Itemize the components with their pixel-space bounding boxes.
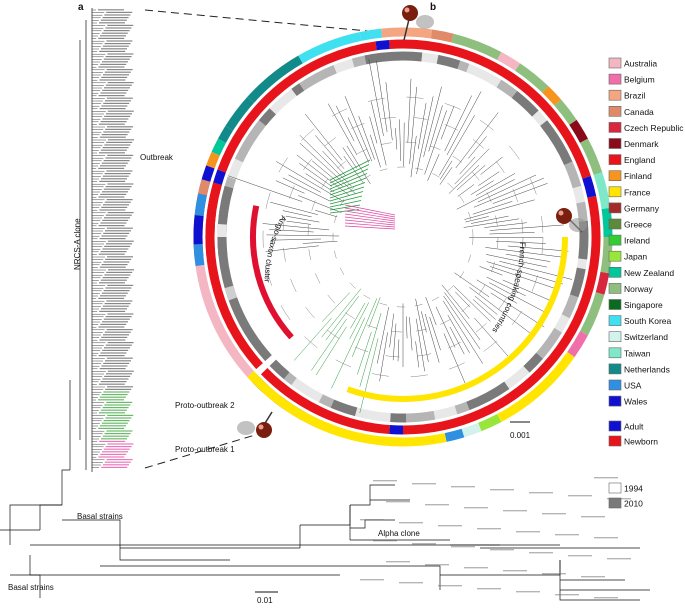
legend-label: Taiwan [624, 348, 651, 358]
legend-swatch [609, 106, 621, 116]
legend-label: 2010 [624, 499, 643, 509]
legend-swatch [609, 380, 621, 390]
legend-item: Norway [609, 283, 654, 294]
alpha-clone-label: Alpha clone [378, 529, 420, 538]
legend-swatch [609, 300, 621, 310]
panel-b-label: b [430, 2, 436, 13]
legend-item: Canada [609, 106, 654, 117]
basal-strains-label-1: Basal strains [77, 512, 123, 521]
legend-item: Wales [609, 396, 647, 407]
legend-item: Finland [609, 171, 652, 182]
legend-item: Brazil [609, 90, 645, 101]
legend-label: Wales [624, 397, 647, 407]
legend-label: England [624, 155, 655, 165]
legend-item: Japan [609, 251, 647, 262]
legend-swatch [609, 58, 621, 68]
scale-bar-b: 0.001 [510, 422, 531, 440]
legend-item: 2010 [609, 498, 643, 509]
legend-label: Newborn [624, 437, 658, 447]
legend-label: New Zealand [624, 268, 674, 278]
legend-item: South Korea [609, 316, 672, 327]
legend-item: Switzerland [609, 332, 668, 343]
legend-label: USA [624, 381, 642, 391]
legend-label: Canada [624, 107, 654, 117]
legend-label: Finland [624, 171, 652, 181]
circular-annotation-rings [198, 32, 608, 442]
pin-icon [237, 412, 272, 438]
nrcs-a-clone-label: NRCS-A clone [73, 218, 82, 270]
legend-swatch [609, 332, 621, 342]
legend-label: Japan [624, 252, 647, 262]
legend-item: Adult [609, 421, 644, 432]
legend-swatch [609, 436, 621, 446]
legend-label: Australia [624, 59, 657, 69]
legend-swatch [609, 90, 621, 100]
cluster-arcs [253, 206, 565, 399]
legend-item: Germany [609, 203, 660, 214]
legend-swatch [609, 483, 621, 493]
legend-item: Netherlands [609, 364, 670, 375]
legend-swatch [609, 235, 621, 245]
legend-item: Ireland [609, 235, 650, 246]
legend-swatch [609, 122, 621, 132]
legend-item: 1994 [609, 483, 643, 494]
scale-bar-a-label: 0.01 [257, 596, 273, 605]
legend-item: USA [609, 380, 642, 391]
legend-item: Belgium [609, 74, 655, 85]
legend-item: New Zealand [609, 267, 674, 278]
legend-item: Singapore [609, 300, 663, 311]
legend-label: Adult [624, 422, 644, 432]
legend-swatch [609, 498, 621, 508]
legend-label: France [624, 187, 651, 197]
outbreak-label: Outbreak [140, 153, 174, 162]
legend-label: Netherlands [624, 364, 670, 374]
legend-swatch [609, 316, 621, 326]
legend-item: Czech Republic [609, 122, 684, 132]
legend-item: Greece [609, 219, 652, 230]
legend-swatch [609, 219, 621, 229]
legend-swatch [609, 283, 621, 293]
legend-item: Newborn [609, 436, 658, 447]
proto-outbreak-2-label: Proto-outbreak 2 [175, 401, 235, 410]
legend-swatch [609, 348, 621, 358]
legend-label: 1994 [624, 484, 643, 494]
legend-swatch [609, 396, 621, 406]
legend-swatch [609, 364, 621, 374]
legend-swatch [609, 203, 621, 213]
basal-strains-label-2: Basal strains [8, 583, 54, 592]
legend-label: Belgium [624, 75, 655, 85]
legend-label: Switzerland [624, 332, 668, 342]
legend-item: England [609, 155, 655, 166]
proto-outbreak-1-label: Proto-outbreak 1 [175, 445, 235, 454]
legend-swatch [609, 267, 621, 277]
legend-label: Germany [624, 203, 660, 213]
legend-label: Brazil [624, 91, 645, 101]
legend-label: Singapore [624, 300, 663, 310]
legend-label: Greece [624, 220, 652, 230]
panel-a-label: a [78, 2, 84, 13]
legend-swatch [609, 74, 621, 84]
legend-item: France [609, 187, 651, 198]
legend-swatch [609, 171, 621, 181]
legend-item: Australia [609, 58, 657, 69]
legend-label: Ireland [624, 236, 650, 246]
scale-bar-a: 0.01 [255, 592, 278, 605]
legend-swatch [609, 251, 621, 261]
legend-item: Denmark [609, 139, 659, 150]
legend-label: Denmark [624, 139, 659, 149]
anglo-saxon-cluster-label: Anglo-saxon cluster [263, 214, 289, 283]
legend-label: Norway [624, 284, 654, 294]
legend-swatch [609, 155, 621, 165]
legend-swatch [609, 139, 621, 149]
legend-label: Czech Republic [624, 123, 684, 133]
scale-bar-b-label: 0.001 [510, 431, 531, 440]
legend-swatch [609, 187, 621, 197]
legend-label: South Korea [624, 316, 672, 326]
legend-swatch [609, 421, 621, 431]
legend-item: Taiwan [609, 348, 651, 359]
